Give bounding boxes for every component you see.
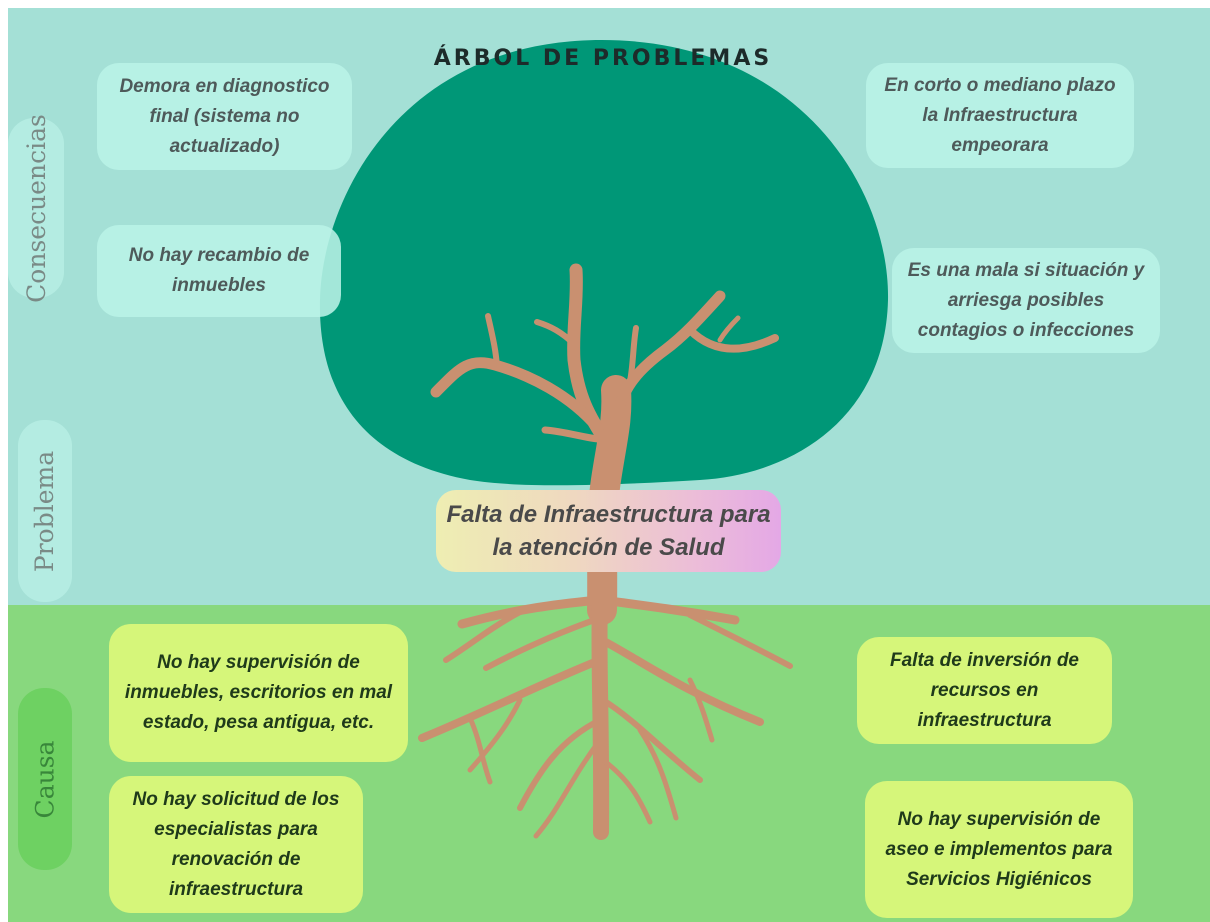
consequence-box: En corto o mediano plazo la Infraestruct… (866, 63, 1134, 168)
consequences-label-pill: Consecuencias (8, 114, 64, 302)
consequence-box: No hay recambio de inmuebles (97, 225, 341, 317)
problem-label-pill: Problema (18, 420, 72, 602)
consequence-box: Es una mala si situación y arriesga posi… (892, 248, 1160, 353)
cause-label: Causa (30, 740, 60, 818)
tree-trunk-branches (430, 263, 779, 625)
consequences-label: Consecuencias (21, 113, 51, 303)
cause-box: Falta de inversión de recursos en infrae… (857, 637, 1112, 744)
cause-box: No hay solicitud de los especialistas pa… (109, 776, 363, 913)
consequence-box: Demora en diagnostico final (sistema no … (97, 63, 352, 170)
central-problem-box: Falta de Infraestructura para la atenció… (436, 490, 781, 572)
tree-roots (418, 592, 793, 840)
cause-box: No hay supervisión de inmuebles, escrito… (109, 624, 408, 762)
cause-box: No hay supervisión de aseo e implementos… (865, 781, 1133, 918)
problem-label: Problema (30, 450, 60, 572)
cause-label-pill: Causa (18, 688, 72, 870)
diagram-title: ÁRBOL DE PROBLEMAS (433, 46, 773, 71)
